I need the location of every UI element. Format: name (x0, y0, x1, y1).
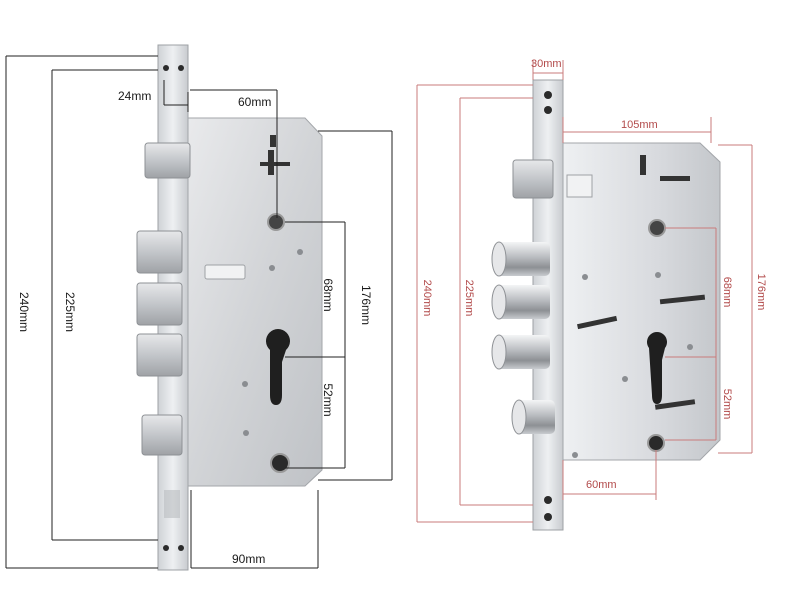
left-slot (260, 162, 290, 166)
right-slot (660, 176, 690, 181)
left-label-90: 90mm (232, 552, 265, 566)
right-label-68: 68mm (721, 277, 733, 308)
right-faceplate-screw-hole (544, 91, 552, 99)
right-bolt-cylinder (491, 334, 550, 370)
left-lock-body (136, 44, 323, 571)
left-dimension-lines (5, 55, 393, 569)
left-deadbolt (141, 414, 183, 456)
left-label-225: 225mm (63, 292, 77, 332)
left-faceplate-engraving (164, 490, 180, 518)
left-latch-bolt (144, 142, 191, 179)
left-slot (270, 135, 276, 147)
left-cylinder-cutout (266, 329, 290, 405)
left-rivet (297, 249, 303, 255)
left-faceplate-screw-hole (163, 65, 169, 71)
left-deadbolt (136, 333, 183, 377)
left-follower-hole (270, 453, 290, 473)
right-faceplate-screw-hole (544, 496, 552, 504)
right-slot (577, 315, 618, 330)
right-dimension-lines (416, 60, 753, 523)
right-rivet (622, 376, 628, 382)
left-label-68: 68mm (321, 278, 335, 311)
left-rivet (243, 430, 249, 436)
right-rivet (582, 274, 588, 280)
left-label-60: 60mm (238, 95, 271, 109)
right-follower-hole (647, 434, 665, 452)
right-faceplate-screw-hole (544, 513, 552, 521)
right-slot (659, 294, 706, 305)
right-label-225: 225mm (463, 280, 475, 317)
right-slot (566, 174, 593, 198)
right-label-176: 176mm (755, 274, 767, 311)
left-faceplate-screw-hole (178, 65, 184, 71)
left-slot (204, 264, 246, 280)
left-rivet (269, 265, 275, 271)
right-rivet (572, 452, 578, 458)
left-spindle-hole (267, 213, 285, 231)
right-slot (640, 155, 646, 175)
right-label-60: 60mm (586, 479, 617, 491)
left-label-176: 176mm (359, 285, 373, 325)
right-label-105: 105mm (621, 119, 658, 131)
left-label-240: 240mm (17, 292, 31, 332)
left-deadbolt (136, 230, 183, 274)
right-spindle-hole (648, 219, 666, 237)
right-faceplate-screw-hole (544, 106, 552, 114)
left-label-24: 24mm (118, 89, 151, 103)
right-bolt-cylinder (491, 284, 550, 320)
left-deadbolt (136, 282, 183, 326)
right-bolt-cylinder (491, 241, 550, 277)
right-bolt-cylinder (511, 399, 555, 435)
right-lock-body (491, 79, 721, 531)
left-lock-case (187, 117, 323, 487)
right-cylinder-cutout (647, 331, 667, 404)
right-label-240: 240mm (421, 280, 433, 317)
right-label-52: 52mm (721, 389, 733, 420)
right-slot (654, 399, 696, 410)
right-rivet (687, 344, 693, 350)
left-faceplate-screw-hole (163, 545, 169, 551)
left-label-52: 52mm (321, 383, 335, 416)
right-latch-bolt (512, 159, 554, 199)
right-rivet (655, 272, 661, 278)
right-label-30: 30mm (531, 58, 562, 70)
left-rivet (242, 381, 248, 387)
left-faceplate-screw-hole (178, 545, 184, 551)
